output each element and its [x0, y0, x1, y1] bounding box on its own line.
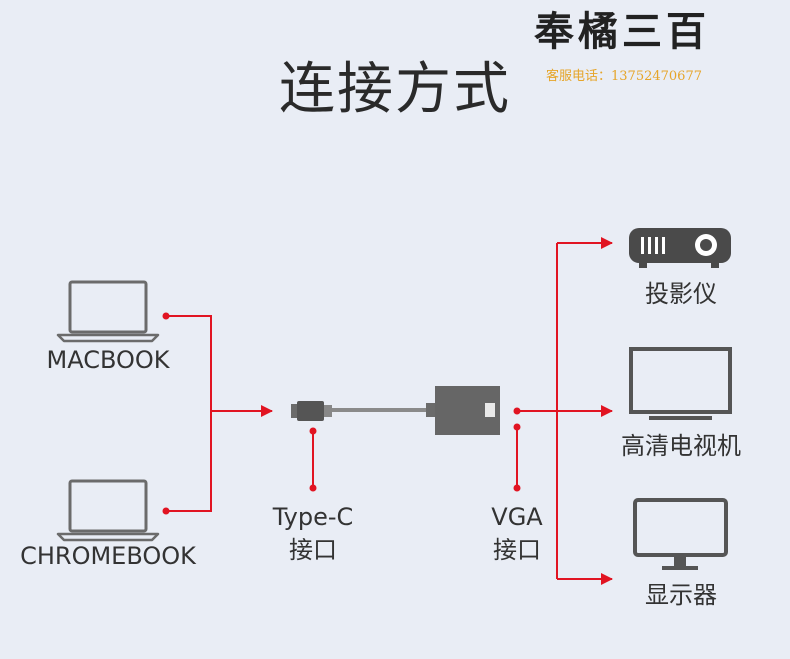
tv-label: 高清电视机 — [621, 432, 741, 460]
monitor-label: 显示器 — [645, 581, 717, 609]
source-connector-lines — [162, 312, 273, 515]
typec-vga-adapter-icon — [291, 386, 500, 435]
projector-label: 投影仪 — [645, 280, 717, 308]
output-connector-lines — [513, 237, 613, 585]
port-leader-lines — [309, 423, 521, 492]
page-title: 连接方式 — [279, 57, 511, 122]
typec-port-sub-label: 接口 — [289, 536, 337, 564]
macbook-label: MACBOOK — [46, 346, 170, 374]
vga-port-sub-label: 接口 — [493, 536, 541, 564]
projector-icon — [629, 228, 731, 268]
vga-port-label: VGA — [491, 503, 543, 531]
service-phone: 客服电话：13752470677 — [546, 69, 702, 84]
brand-logo: 奉橘三百 — [534, 8, 710, 55]
tv-icon — [629, 347, 732, 420]
typec-port-label: Type-C — [272, 503, 354, 531]
macbook-laptop-icon — [56, 280, 160, 343]
chromebook-laptop-icon — [56, 479, 160, 542]
monitor-icon — [633, 498, 728, 570]
chromebook-label: CHROMEBOOK — [20, 542, 196, 570]
